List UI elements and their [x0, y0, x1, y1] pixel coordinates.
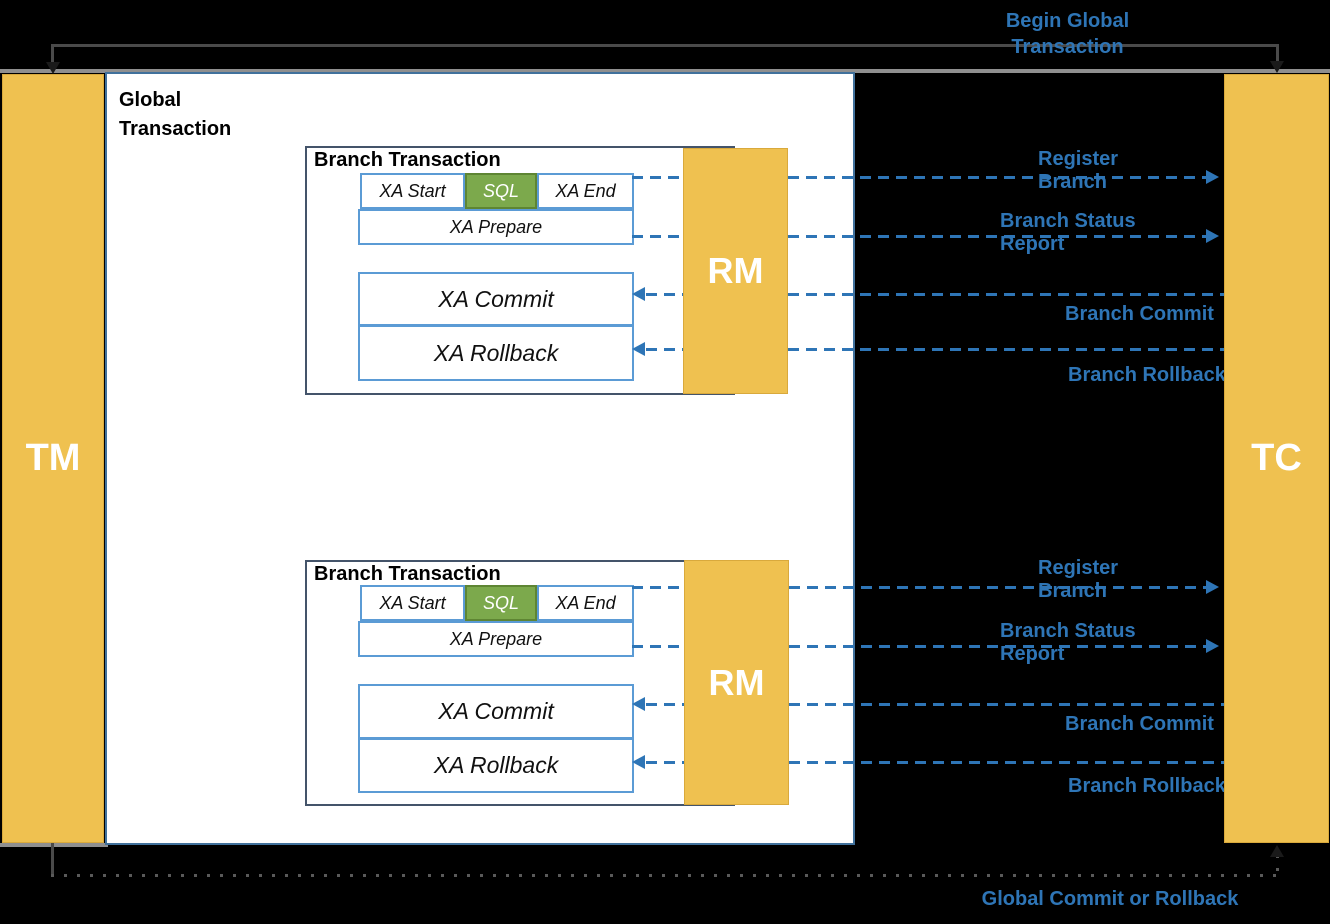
branch-rollback-line [646, 761, 684, 764]
branch-rollback-line [789, 761, 1225, 764]
end-connector-horizontal [51, 874, 1279, 877]
tc-box: TC [1224, 74, 1329, 843]
register-branch-line [789, 586, 1206, 589]
arrowhead-left-icon [632, 287, 645, 301]
xa-commit-step: XA Commit [358, 684, 634, 739]
arrowhead-left-icon [632, 342, 645, 356]
branch-transaction-title: Branch Transaction [314, 563, 501, 585]
global-transaction-label: Global Transaction [119, 89, 232, 140]
xa-prepare-step: XA Prepare [358, 209, 634, 245]
arrowhead-down-tm-icon [46, 62, 60, 74]
branch-status-report-label: Branch Status Report [1000, 210, 1136, 255]
branch-status-report-line [788, 235, 1206, 238]
end-connector-tc-vertical [1276, 855, 1279, 875]
xa-commit-step: XA Commit [358, 272, 634, 326]
tc-label: TC [1251, 437, 1302, 479]
branch-commit-line [789, 703, 1225, 706]
arrowhead-up-tc-icon [1270, 845, 1284, 857]
xa-prepare-step: XA Prepare [358, 621, 634, 657]
arrowhead-down-tc-icon [1270, 61, 1284, 73]
branch-commit-label: Branch Commit [1065, 303, 1214, 325]
register-branch-label: Register Branch [1038, 148, 1119, 193]
arrowhead-left-icon [632, 755, 645, 769]
branch-rollback-line [646, 348, 683, 351]
register-branch-label: Register Branch [1038, 557, 1119, 602]
branch-transaction-title: Branch Transaction [314, 149, 501, 171]
arrowhead-right-icon [1206, 170, 1219, 184]
branch-status-report-line [632, 645, 684, 648]
tm-label: TM [25, 437, 81, 479]
register-branch-line [632, 176, 683, 179]
xa-start-step: XA Start [360, 585, 465, 621]
arrowhead-left-icon [632, 697, 645, 711]
rm-box-2: RM [684, 560, 789, 805]
branch-commit-line [788, 293, 1225, 296]
branch-status-report-label: Branch Status Report [1000, 620, 1136, 665]
begin-connector-tc-vertical [1276, 44, 1279, 63]
tm-box: TM [2, 74, 104, 843]
branch-rollback-label: Branch Rollback [1068, 364, 1226, 386]
begin-connector-tm-vertical [51, 44, 54, 68]
xa-end-step: XA End [537, 173, 634, 209]
sql-step: SQL [465, 585, 537, 621]
branch-commit-line [646, 703, 684, 706]
end-connector-tm-vertical [51, 843, 54, 876]
begin-connector-horizontal [51, 44, 1279, 47]
xa-rollback-step: XA Rollback [358, 738, 634, 793]
arrowhead-right-icon [1206, 639, 1219, 653]
branch-transaction-box-2: Branch Transaction XA Start SQL XA End X… [305, 560, 735, 806]
branch-rollback-label: Branch Rollback [1068, 775, 1226, 797]
begin-global-transaction-label: Begin Global Transaction [1005, 10, 1130, 58]
branch-commit-line [646, 293, 683, 296]
rm-label: RM [708, 661, 765, 703]
rm-box-1: RM [683, 148, 788, 394]
branch-status-report-line [632, 235, 683, 238]
branch-rollback-line [788, 348, 1225, 351]
top-shadow-line [0, 69, 1330, 73]
arrowhead-right-icon [1206, 229, 1219, 243]
xa-start-step: XA Start [360, 173, 465, 209]
sql-step: SQL [465, 173, 537, 209]
arrowhead-right-icon [1206, 580, 1219, 594]
register-branch-line [632, 586, 684, 589]
rm-label: RM [707, 250, 764, 291]
xa-end-step: XA End [537, 585, 634, 621]
branch-transaction-box-1: Branch Transaction XA Start SQL XA End X… [305, 146, 735, 395]
branch-commit-label: Branch Commit [1065, 713, 1214, 735]
branch-status-report-line [789, 645, 1206, 648]
register-branch-line [788, 176, 1206, 179]
tm-bottom-shadow-line [0, 843, 108, 847]
xa-rollback-step: XA Rollback [358, 325, 634, 381]
global-commit-rollback-label: Global Commit or Rollback [981, 888, 1239, 910]
